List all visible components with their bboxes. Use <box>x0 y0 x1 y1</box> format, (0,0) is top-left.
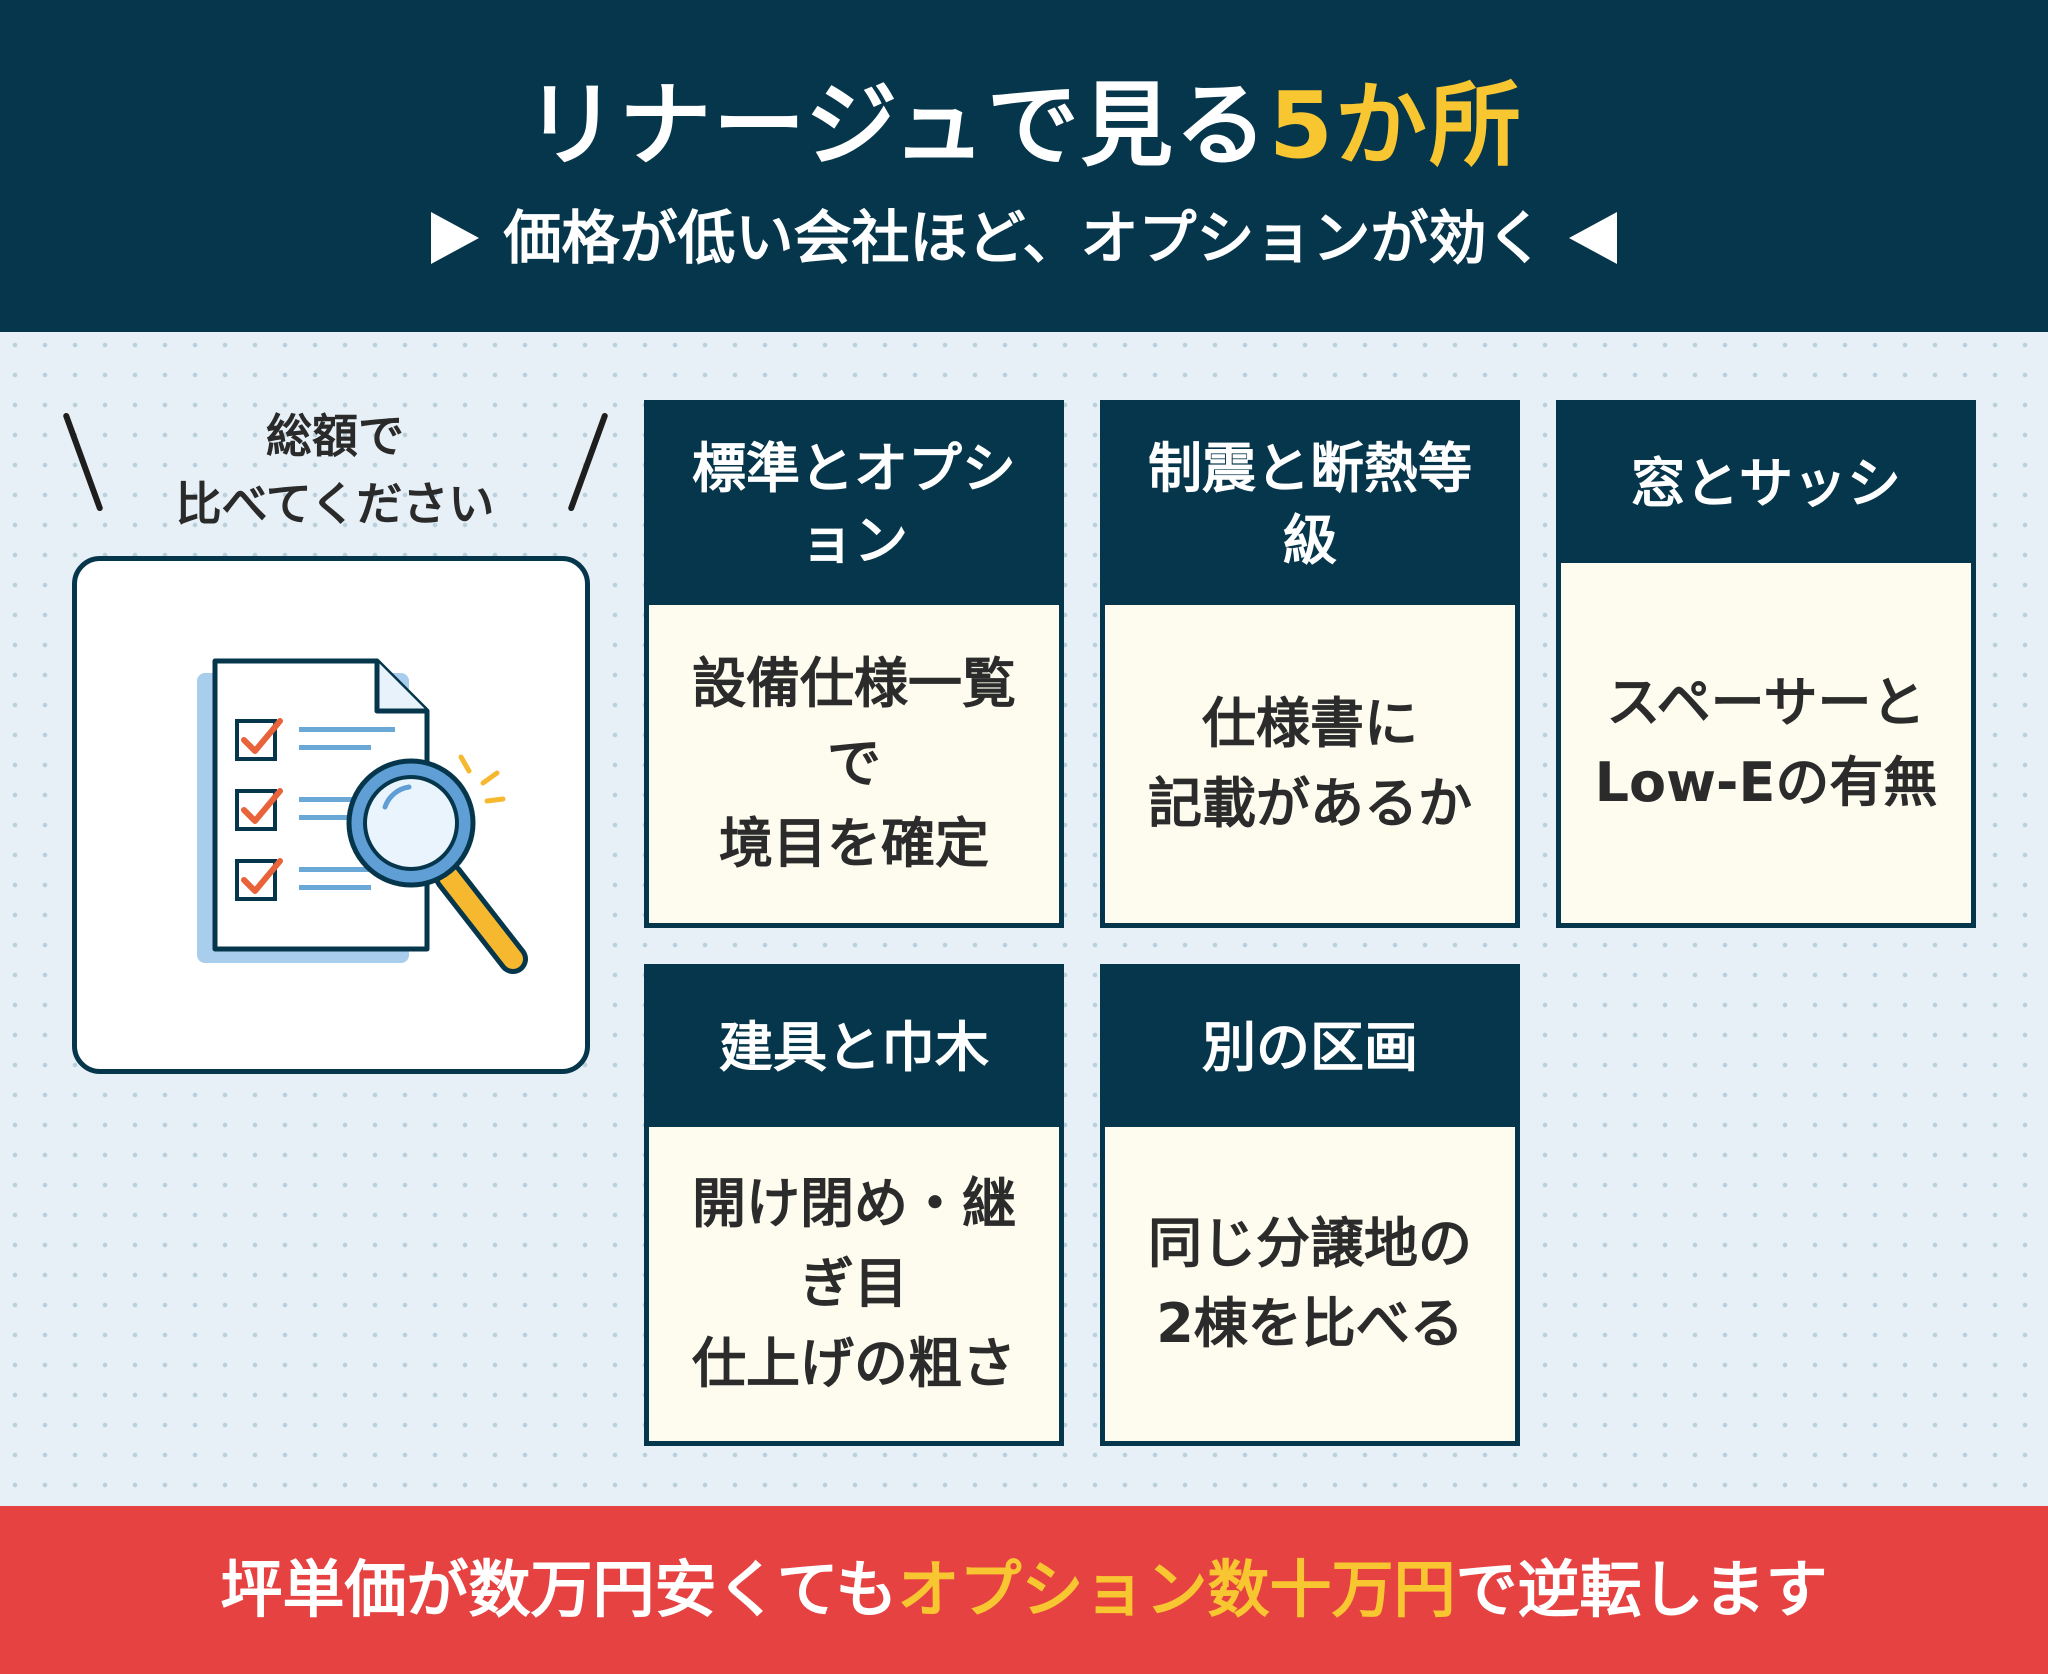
compare-note: 総額で 比べてください <box>60 398 610 548</box>
footer-highlight: オプション数十万円 <box>897 1553 1456 1626</box>
card-body: 同じ分譲地の 2棟を比べる <box>1148 1212 1472 1355</box>
checklist-magnifier-icon <box>197 658 528 974</box>
card-standard-options: 標準とオプション 設備仕様一覧で 境目を確定 <box>644 400 1064 928</box>
card-title: 標準とオプション <box>649 405 1059 605</box>
triangle-right-icon <box>431 211 480 264</box>
compare-note-line1: 総額で <box>266 409 404 463</box>
page-title: リナージュで見る5か所 <box>0 66 2048 186</box>
card-title: 建具と巾木 <box>649 969 1059 1127</box>
subtitle: 価格が低い会社ほど、オプションが効く <box>0 198 2048 278</box>
footer-text-part1: 坪単価が数万円安くても <box>220 1553 898 1626</box>
illustration-box <box>72 556 590 1074</box>
triangle-left-icon <box>1568 211 1617 264</box>
card-body: 開け閉め・継ぎ目 仕上げの粗さ <box>692 1172 1016 1395</box>
title-main: リナージュで見る <box>525 72 1269 179</box>
card-body: 設備仕様一覧で 境目を確定 <box>692 652 1016 875</box>
subtitle-text: 価格が低い会社ほど、オプションが効く <box>503 204 1545 272</box>
card-title: 別の区画 <box>1105 969 1515 1127</box>
card-other-lot: 別の区画 同じ分譲地の 2棟を比べる <box>1100 964 1520 1446</box>
title-highlight: 5か所 <box>1268 72 1523 179</box>
card-body: スペーサーとLow-Eの有無 <box>1594 671 1938 814</box>
card-body: 仕様書に 記載があるか <box>1148 692 1472 835</box>
card-title: 制震と断熱等級 <box>1105 405 1515 605</box>
compare-note-line2: 比べてください <box>175 477 495 531</box>
card-fittings-baseboards: 建具と巾木 開け閉め・継ぎ目 仕上げの粗さ <box>644 964 1064 1446</box>
card-seismic-insulation: 制震と断熱等級 仕様書に 記載があるか <box>1100 400 1520 928</box>
footer-text-part2: で逆転します <box>1455 1553 1828 1626</box>
card-windows-sashes: 窓とサッシ スペーサーとLow-Eの有無 <box>1556 400 1976 928</box>
footer-banner: 坪単価が数万円安くてもオプション数十万円で逆転します <box>0 1506 2048 1674</box>
card-title: 窓とサッシ <box>1561 405 1971 563</box>
header-banner: リナージュで見る5か所 価格が低い会社ほど、オプションが効く <box>0 0 2048 332</box>
